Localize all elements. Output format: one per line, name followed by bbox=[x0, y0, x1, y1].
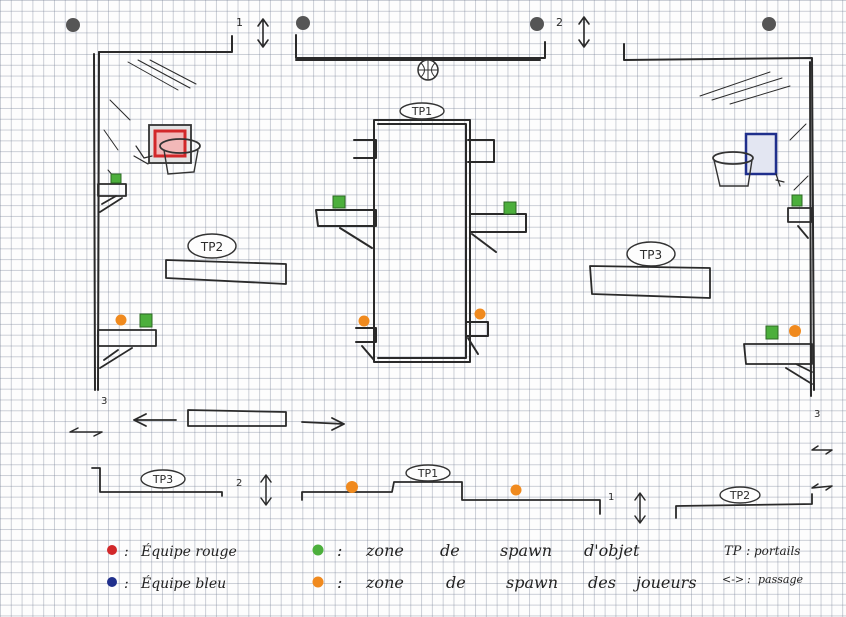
hoop-rim bbox=[712, 151, 754, 165]
vertical-passage-arrows bbox=[257, 16, 590, 48]
blue-team-swatch bbox=[107, 577, 117, 587]
legend-object-spawn-1: zone bbox=[365, 541, 404, 560]
red-team-hoop bbox=[133, 124, 201, 175]
basketball-icon bbox=[417, 59, 439, 81]
arena-walls bbox=[93, 34, 815, 397]
object-spawn-zone bbox=[332, 195, 346, 209]
punch-hole bbox=[296, 16, 310, 30]
ledge-right-lower bbox=[743, 343, 813, 385]
object-spawn-zone bbox=[139, 313, 153, 328]
portal-label: TP3 bbox=[152, 473, 173, 486]
legend-colon: : bbox=[337, 573, 342, 592]
legend-player-spawn-1: zone bbox=[365, 573, 404, 592]
marker-top-1: 1 bbox=[236, 16, 243, 29]
punch-holes bbox=[66, 16, 776, 32]
ceiling-left bbox=[98, 35, 233, 53]
ceiling-middle bbox=[295, 34, 546, 61]
player-spawn-swatch bbox=[312, 576, 324, 588]
player-spawn-zone bbox=[474, 308, 486, 320]
updown-arrow-icon bbox=[634, 492, 646, 524]
bottom-floor-middle bbox=[301, 481, 601, 515]
portal-tp2: TP2 bbox=[187, 233, 237, 259]
marker-bottom-1: 1 bbox=[608, 492, 614, 503]
legend-object-spawn-4: d'objet bbox=[584, 541, 640, 560]
portal-label: TP2 bbox=[200, 240, 223, 254]
blue-backboard bbox=[744, 132, 778, 176]
legend-object-spawn-3: spawn bbox=[500, 541, 552, 560]
updown-arrow-icon bbox=[257, 18, 269, 48]
red-backboard-square bbox=[153, 129, 187, 158]
portal-tp1-top: TP1 bbox=[399, 102, 445, 120]
legend-player-spawn-5: joueurs bbox=[633, 573, 697, 592]
object-spawn-swatch bbox=[312, 544, 324, 556]
legend-colon: : bbox=[124, 544, 129, 560]
portal-label: TP2 bbox=[729, 489, 750, 502]
player-spawn-zone bbox=[789, 325, 801, 337]
player-spawn-zone bbox=[115, 314, 127, 326]
portal-tp2-bottom: TP2 bbox=[719, 486, 761, 504]
ledge-right-top bbox=[787, 207, 813, 239]
bottom-floor-right bbox=[675, 493, 813, 519]
platform-tp3 bbox=[589, 265, 711, 299]
passage-arrow-icon bbox=[69, 427, 103, 437]
legend-red-team: Équipe rouge bbox=[140, 542, 237, 560]
object-spawn-zone bbox=[110, 173, 122, 184]
central-tower bbox=[315, 119, 527, 363]
legend-player-spawn-3: spawn bbox=[506, 573, 558, 592]
legend-colon: : bbox=[746, 544, 750, 559]
platform-tp2 bbox=[165, 259, 287, 285]
portal-tp3: TP3 bbox=[626, 241, 676, 267]
legend-player-spawn-2: de bbox=[446, 573, 466, 592]
legend-blue-team: Équipe bleu bbox=[140, 574, 226, 592]
updown-arrow-icon bbox=[260, 474, 272, 506]
hoop-rim bbox=[159, 138, 201, 154]
portal-label: TP1 bbox=[417, 467, 438, 480]
floor-block bbox=[133, 409, 345, 431]
legend-player-spawn-4: des bbox=[588, 573, 616, 592]
portal-label: TP3 bbox=[639, 248, 662, 262]
ceiling-right bbox=[623, 43, 815, 397]
object-spawn-zone bbox=[503, 201, 517, 215]
bottom-floor-left bbox=[91, 467, 223, 497]
object-spawn-zone bbox=[791, 194, 803, 207]
ledge-left-lower bbox=[97, 329, 157, 369]
player-spawn-zone bbox=[510, 484, 522, 496]
legend-colon: : bbox=[124, 576, 129, 592]
updown-arrow-icon bbox=[578, 16, 590, 48]
player-spawn-zone bbox=[346, 481, 358, 493]
blue-team-hoop bbox=[712, 132, 785, 187]
red-team-swatch bbox=[107, 545, 117, 555]
passage-arrow-icon bbox=[811, 445, 833, 455]
legend: : Équipe rouge : Équipe bleu : zone de s… bbox=[107, 541, 803, 592]
corner-hatching bbox=[103, 59, 809, 191]
portal-tp1-bottom: TP1 bbox=[405, 464, 451, 482]
marker-left-3: 3 bbox=[101, 396, 107, 407]
punch-hole bbox=[530, 17, 544, 31]
legend-object-spawn-2: de bbox=[440, 541, 460, 560]
ledge-left-top bbox=[97, 183, 127, 213]
punch-hole bbox=[762, 17, 776, 31]
hoop-net bbox=[713, 159, 753, 187]
portal-tp3-bottom: TP3 bbox=[140, 469, 186, 489]
passage-arrow-icon bbox=[811, 483, 833, 491]
marker-bottom-2: 2 bbox=[236, 478, 242, 489]
legend-colon: : bbox=[337, 541, 342, 560]
legend-passage-value: passage bbox=[758, 573, 803, 586]
left-arrow-icon bbox=[133, 413, 177, 427]
legend-tp-value: portails bbox=[754, 544, 800, 558]
legend-tp-key: TP bbox=[724, 544, 742, 559]
object-spawn-zone bbox=[765, 325, 779, 340]
marker-top-2: 2 bbox=[556, 16, 563, 29]
marker-right-3: 3 bbox=[814, 409, 820, 420]
legend-passage-key: <-> bbox=[722, 573, 744, 586]
portal-label: TP1 bbox=[411, 105, 432, 118]
legend-colon: : bbox=[747, 573, 751, 586]
right-arrow-icon bbox=[301, 417, 345, 431]
player-spawn-zone bbox=[358, 315, 370, 327]
hoop-net bbox=[163, 149, 199, 175]
punch-hole bbox=[66, 18, 80, 32]
